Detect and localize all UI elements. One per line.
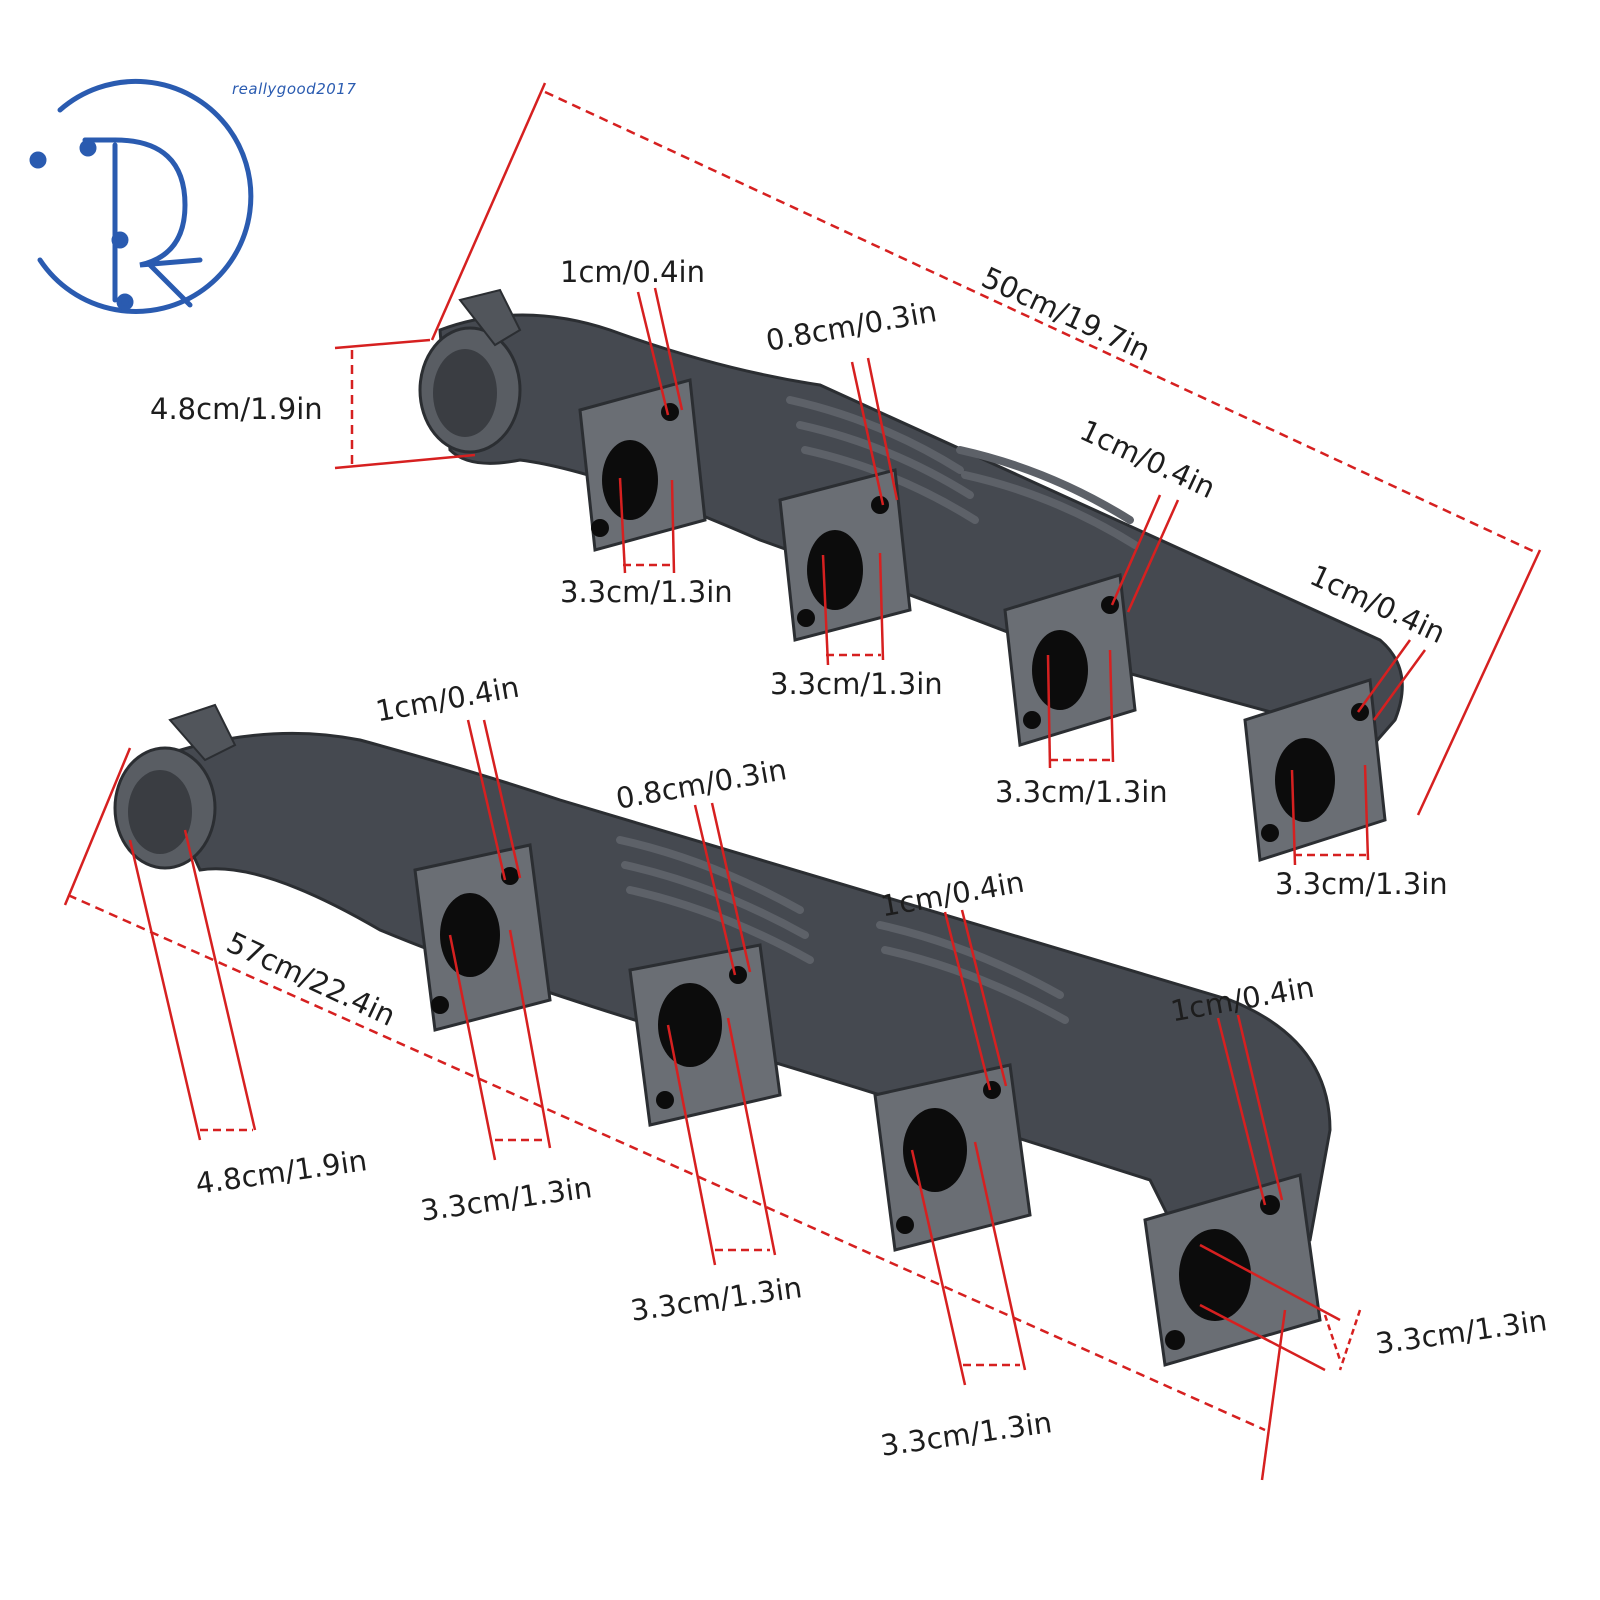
top-port-flanges bbox=[578, 378, 1387, 862]
manifold-bottom bbox=[113, 703, 1332, 1367]
top-inlet-diameter-label: 4.8cm/1.9in bbox=[150, 392, 323, 426]
top-port-width-label-3: 3.3cm/1.3in bbox=[995, 775, 1168, 809]
top-bolt-hole-label-1: 1cm/0.4in bbox=[560, 255, 705, 289]
manifold-top bbox=[418, 288, 1404, 862]
top-port-width-label-1: 3.3cm/1.3in bbox=[560, 575, 733, 609]
dimension-lines bbox=[63, 82, 1542, 1481]
bottom-port-flanges bbox=[413, 843, 1322, 1367]
brand-logo bbox=[29, 78, 254, 314]
top-port-width-label-4: 3.3cm/1.3in bbox=[1275, 867, 1448, 901]
top-port-width-label-2: 3.3cm/1.3in bbox=[770, 667, 943, 701]
brand-watermark: reallygood2017 bbox=[232, 80, 357, 98]
